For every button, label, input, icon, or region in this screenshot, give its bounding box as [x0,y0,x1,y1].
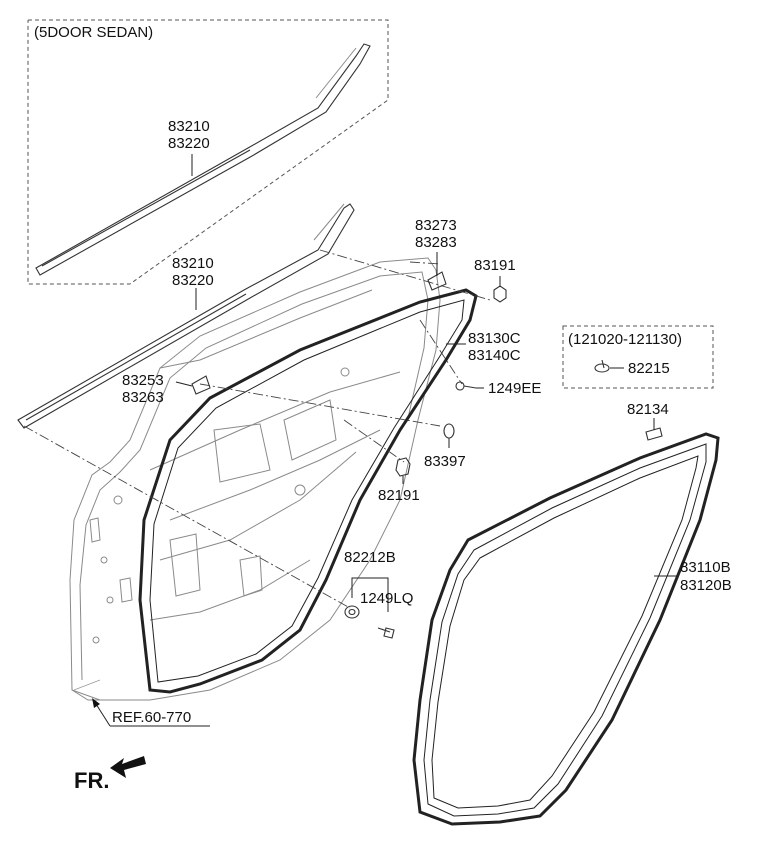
label-1249LQ: 1249LQ [360,590,413,607]
belt-molding-upper [35,43,371,276]
sedan-variant-box: (5DOOR SEDAN) [27,19,389,285]
serial-variant-box: (121020-121130) 82215 [562,325,714,389]
front-direction-marker: FR. [74,756,146,793]
reference-label: REF.60-770 [112,709,191,726]
label-83140C: 83140C [468,347,521,364]
label-83253: 83253 [122,372,164,389]
label-1249EE: 1249EE [488,380,541,397]
label-82191: 82191 [378,487,420,504]
label-83191: 83191 [474,257,516,274]
label-83210-upper: 83210 [168,118,210,135]
washer-82212B [344,605,360,619]
grommet-82191 [395,457,411,477]
label-83397: 83397 [424,453,466,470]
body-weatherstrip [412,432,720,826]
label-83263: 83263 [122,389,164,406]
label-82215: 82215 [628,360,670,377]
grommet-83191 [493,285,507,303]
front-label: FR. [74,768,109,793]
door-body [69,257,441,701]
door-weatherstrip [138,288,478,694]
assembly-chain-lines [23,249,491,609]
label-83120B: 83120B [680,577,732,594]
label-82212B: 82212B [344,549,396,566]
serial-variant-label: (121020-121130) [568,331,682,348]
reference-marker: REF.60-770 [73,679,210,727]
label-82134: 82134 [627,401,669,418]
plug-83397 [443,423,455,439]
label-83130C: 83130C [468,330,521,347]
label-83283: 83283 [415,234,457,251]
sedan-variant-label: (5DOOR SEDAN) [34,24,153,41]
screw-1249EE [455,381,477,391]
clip-83253 [191,375,211,395]
label-83110B: 83110B [680,559,731,576]
label-83220-upper: 83220 [168,135,210,152]
belt-molding-lower [17,203,355,429]
label-83210-lower: 83210 [172,255,214,272]
label-83220-lower: 83220 [172,272,214,289]
clip-82134 [645,427,663,441]
label-83273: 83273 [415,217,457,234]
clip-82215 [594,359,610,373]
bolt-1249LQ [377,627,395,639]
front-arrow-icon [110,756,146,778]
